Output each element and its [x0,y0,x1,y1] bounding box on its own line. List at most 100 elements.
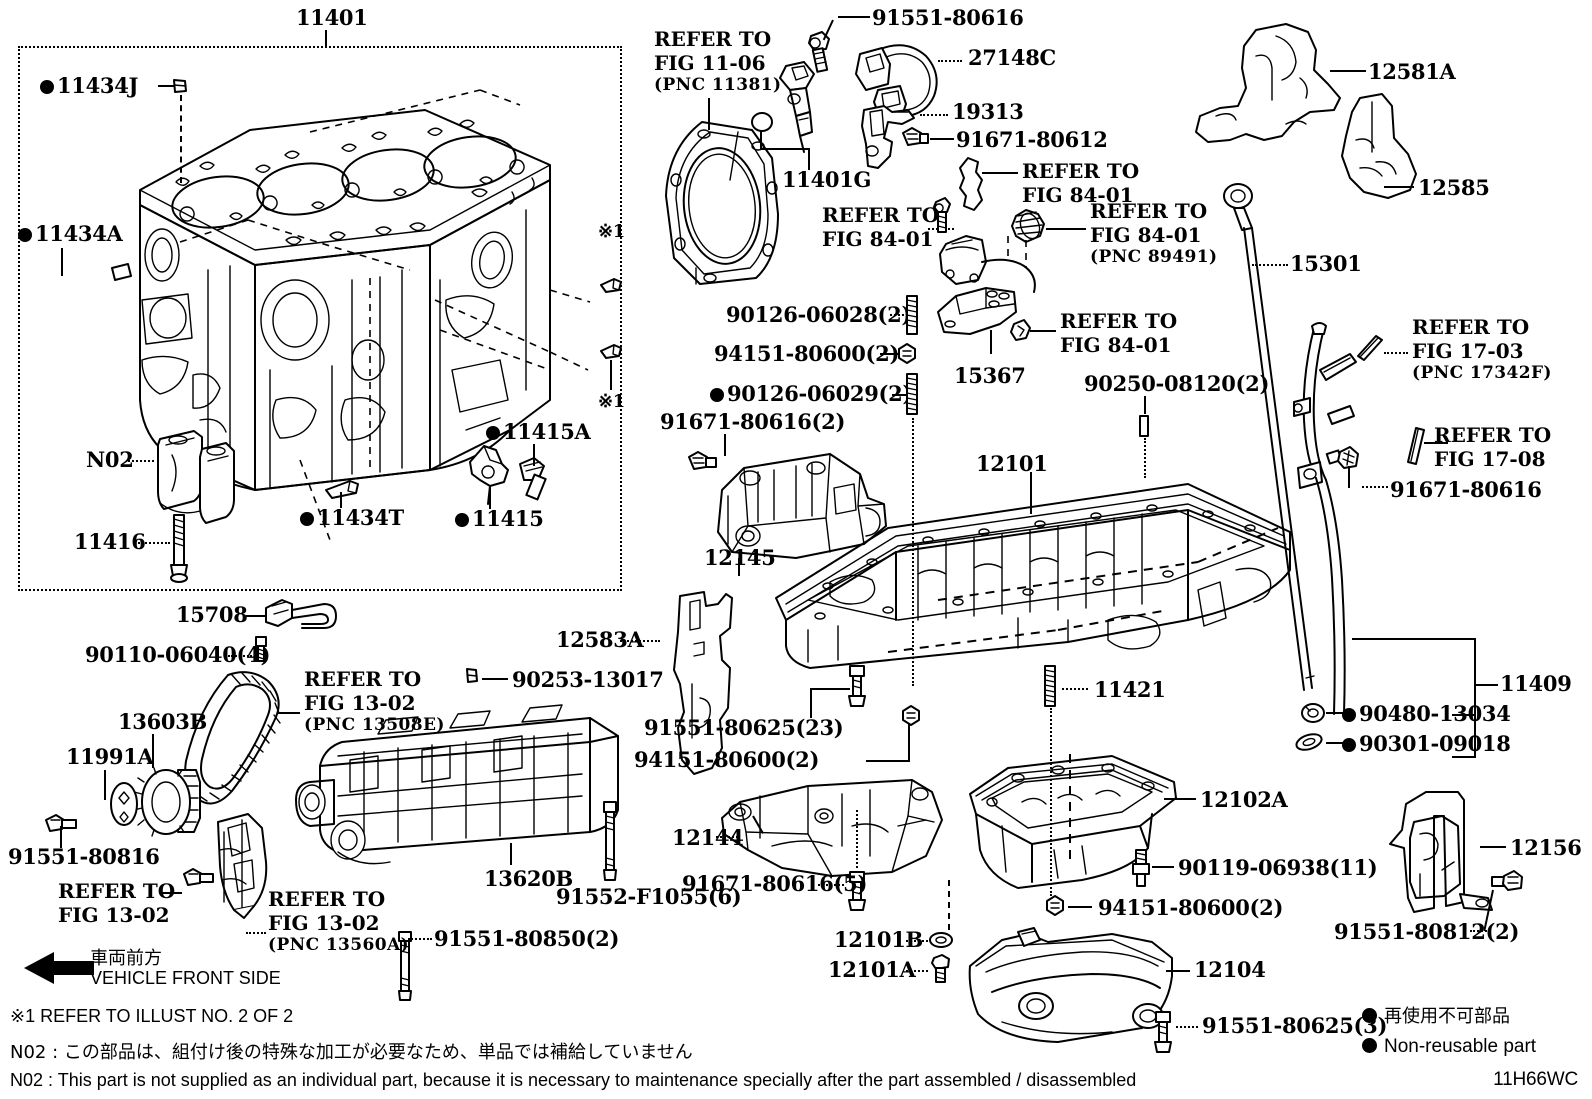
leader-fig1703 [1384,352,1408,354]
kit-bracket-mid [1452,714,1476,716]
part-label-91551-80850: 91551-80850(2) [434,926,620,951]
part-label-11401G: 11401G [782,167,872,192]
leader-91671-right-v [1348,466,1350,488]
refer-fig-84-01-a: REFER TO FIG 84-01 [1022,159,1140,207]
bracket-19313-art [858,104,928,176]
stud-90126-06029-art [904,372,920,416]
bolt-91551-80850-art [396,930,414,1004]
drain-plug-12101A-art [928,954,954,988]
leader-fig1302b [160,892,182,894]
part-label-91671-80612: 91671-80612 [956,127,1108,152]
note-n02-jp: N02 : この部品は、組付け後の特殊な加工が必要なため、単品では補給していませ… [10,1042,693,1063]
bolt-91551-80816-art [42,812,84,838]
leader-94151-b-h [866,760,910,762]
part-label-11415A: 11415A [486,420,591,444]
part-label-11409: 11409 [1500,671,1572,696]
pin-90250-08120-art [1136,414,1152,438]
star-mark-1b: ※1 [598,391,626,412]
leader-star1b [610,360,612,390]
part-label-12585: 12585 [1418,175,1490,200]
leader-fig8401c [1046,228,1086,230]
leader-15301 [1252,264,1288,266]
leader-91671-2 [724,434,726,456]
dowel-11434J-art [170,77,190,95]
legend-en: Non-reusable part [1362,1036,1536,1058]
nut-94151-80600-a-art [894,342,920,366]
refer-fig-13-02-a: REFER TO FIG 13-02 (PNC 13508E) [304,667,445,736]
part-label-90480-13034: 90480-13034 [1342,702,1511,726]
part-label-27148C: 27148C [968,45,1056,70]
non-reusable-dot-icon-8 [1342,738,1356,752]
non-reusable-dot-icon-legend-en [1362,1038,1377,1053]
leader-91551-80625-h [810,688,850,690]
leader-12144 [716,836,738,838]
bracket-15367-art [930,282,1026,344]
leader-12581A [1330,70,1366,72]
part-label-94151-80600-a: 94151-80600(2) [714,341,900,366]
leader-fig1708 [1424,442,1448,444]
leader-11401G-v2 [760,122,762,150]
part-label-11434J: 11434J [40,74,139,98]
part-label-11415: 11415 [455,507,544,531]
leader-dash-vertical-center [912,418,914,686]
leader-90119 [1152,866,1174,868]
leader-fig8401d [1030,330,1056,332]
part-label-13603B: 13603B [118,709,208,734]
part-label-12101B: 12101B [834,927,924,952]
note-n02-en: N02 : This part is not supplied as an in… [10,1070,1137,1090]
part-label-12104: 12104 [1194,957,1266,982]
part-12144-art [712,776,952,886]
dipstick-tube-art [1276,318,1406,718]
leader-fig8401a [982,172,1018,174]
leader-91671-5 [818,884,844,886]
part-label-91551-80625-23: 91551-80625(23) [644,715,844,740]
part-label-91551-80816: 91551-80816 [8,844,160,869]
oring-11401G-art [748,110,776,134]
oring-90301-09018-art [1292,730,1326,754]
oil-pressure-switch-art [1006,206,1054,252]
main-bearing-cap-art [150,425,270,555]
leader-fig1302c [246,932,266,934]
bolt-91671-80612-art [898,126,932,152]
part-label-15301: 15301 [1290,251,1362,276]
part-label-11401: 11401 [296,5,368,30]
bolt-91671-80616-2-art [684,450,720,476]
non-reusable-dot-icon-4 [455,513,469,527]
leader-91551-80616-h [838,16,870,18]
leader-90126-06029 [892,394,908,396]
front-arrow-label-en: VEHICLE FRONT SIDE [90,968,281,988]
leader-N02 [128,460,154,462]
leader-11434A [61,248,63,276]
bolt-91551-80625-art [846,662,868,710]
part-label-12145: 12145 [704,545,776,570]
bolt-91671-80616-5-art [846,868,868,914]
non-reusable-dot-icon-7 [1342,708,1356,722]
bolt-91671-80616-right-art [1325,444,1362,476]
leader-12583A [620,640,660,642]
leader-dash-12101B [948,880,952,930]
cylinder-block-illustration [80,70,610,541]
leader-fig1106 [708,98,710,130]
leader-91551-80812 [1470,930,1490,932]
leader-90301 [1326,742,1344,744]
note-star1: ※1 REFER TO ILLUST NO. 2 OF 2 [10,1006,294,1026]
oil-filter-bracket-art [930,222,1060,302]
stud-11421-art [1042,664,1058,708]
legend-jp: 再使用不可部品 [1362,1002,1510,1028]
non-reusable-dot-icon-legend-jp [1362,1008,1377,1023]
part-label-90110-06040: 90110-06040(4) [85,642,271,667]
bolt-91551-80812-art [1490,868,1526,896]
leader-90110 [228,655,252,657]
leader-90250 [1144,396,1146,414]
part-label-91551-80616: 91551-80616 [872,5,1024,30]
cylinder-block-frame [18,46,622,591]
part-label-91551-80812: 91551-80812(2) [1334,919,1520,944]
part-label-N02: N02 [86,447,134,472]
leader-11416 [138,542,170,544]
part-label-12101A: 12101A [828,957,916,982]
clip-fig8401d-art [1008,318,1034,344]
part-label-90126-06029: 90126-06029(2) [710,382,912,406]
bolt-91552-F1055-art [600,800,620,884]
part-label-94151-80600-b: 94151-80600(2) [634,747,820,772]
